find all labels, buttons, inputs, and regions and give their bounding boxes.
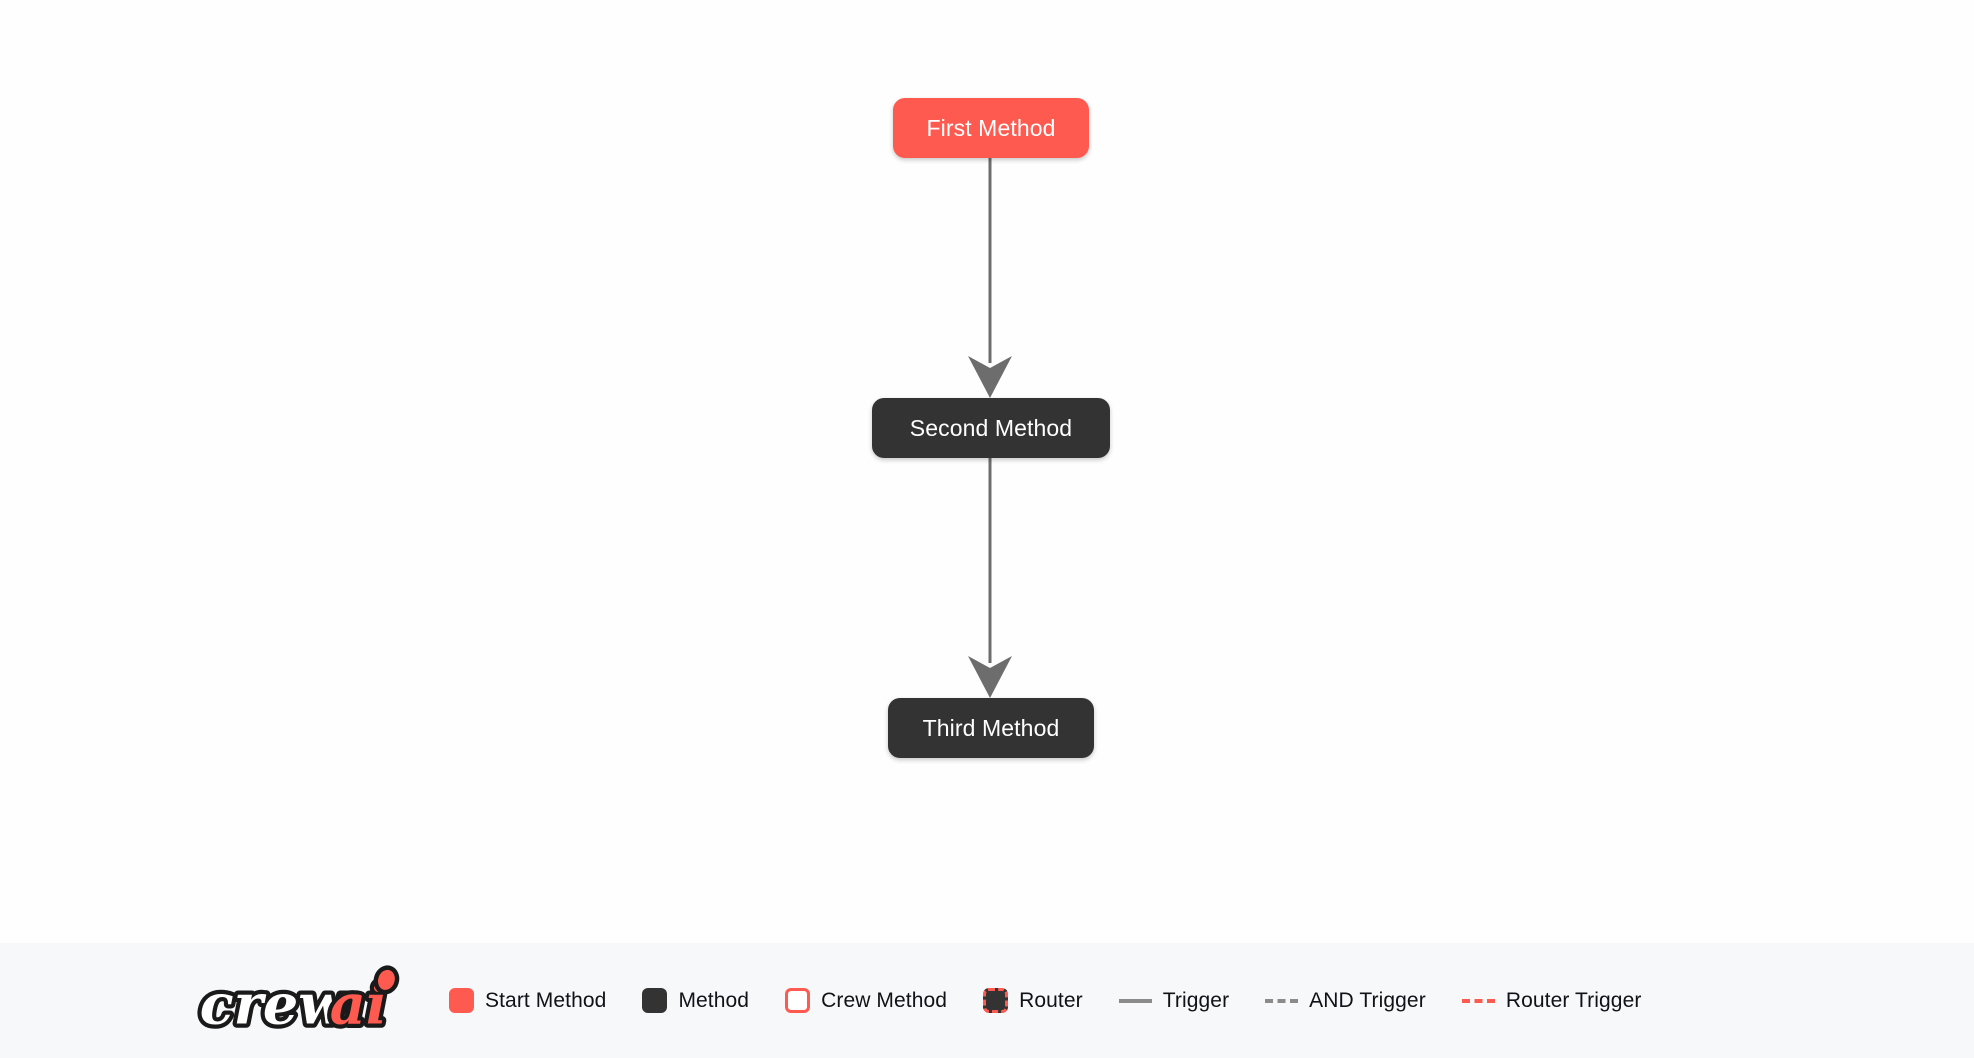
legend-item-crew-method[interactable]: Crew Method bbox=[785, 988, 947, 1013]
flow-edges-layer bbox=[968, 158, 1012, 698]
flow-node-third-method[interactable]: Third Method bbox=[888, 698, 1094, 758]
flow-node-label: First Method bbox=[926, 114, 1056, 141]
flow-node-second-method[interactable]: Second Method bbox=[872, 398, 1110, 458]
flow-node-first-method[interactable]: First Method bbox=[893, 98, 1089, 158]
legend-label: Start Method bbox=[485, 988, 607, 1012]
legend-label: Crew Method bbox=[821, 988, 948, 1012]
start-method-swatch-icon bbox=[449, 988, 474, 1013]
legend-label: Trigger bbox=[1162, 988, 1230, 1012]
legend-item-trigger[interactable]: Trigger bbox=[1118, 988, 1230, 1013]
flow-canvas[interactable]: First Method Second Method Third Method bbox=[0, 0, 1974, 943]
trigger-line-icon bbox=[1118, 998, 1152, 1003]
legend-label: AND Trigger bbox=[1309, 988, 1426, 1012]
legend-label: Router bbox=[1019, 988, 1083, 1012]
crew-method-swatch-icon bbox=[785, 988, 811, 1013]
router-swatch-icon bbox=[983, 988, 1009, 1013]
crewai-logo-dot bbox=[373, 964, 400, 994]
legend-item-method[interactable]: Method bbox=[642, 988, 749, 1013]
method-swatch-icon bbox=[642, 988, 668, 1013]
legend-item-and-trigger[interactable]: AND Trigger bbox=[1265, 989, 1426, 1013]
legend-item-router-trigger[interactable]: Router Trigger bbox=[1461, 988, 1642, 1013]
and-trigger-line-icon bbox=[1265, 998, 1299, 1003]
crewai-logo-text-crew: crew bbox=[200, 972, 349, 1036]
legend-bar: crew crew ai ai Start Method Method Crew… bbox=[0, 943, 1974, 1058]
legend-label: Router Trigger bbox=[1505, 988, 1642, 1012]
legend-item-router[interactable]: Router bbox=[983, 988, 1083, 1013]
edge-second-to-third bbox=[968, 458, 1012, 698]
legend-items: Start Method Method Crew Method Router T… bbox=[449, 988, 1641, 1013]
router-trigger-line-icon bbox=[1461, 998, 1495, 1003]
legend-item-start-method[interactable]: Start Method bbox=[449, 988, 606, 1013]
legend-label: Method bbox=[678, 988, 750, 1012]
crewai-logo-outline-crew: crew bbox=[200, 972, 349, 1036]
flow-node-label: Third Method bbox=[922, 714, 1060, 741]
crewai-logo: crew crew ai ai bbox=[196, 964, 400, 1037]
flow-node-label: Second Method bbox=[909, 414, 1073, 441]
edge-first-to-second bbox=[968, 158, 1012, 398]
